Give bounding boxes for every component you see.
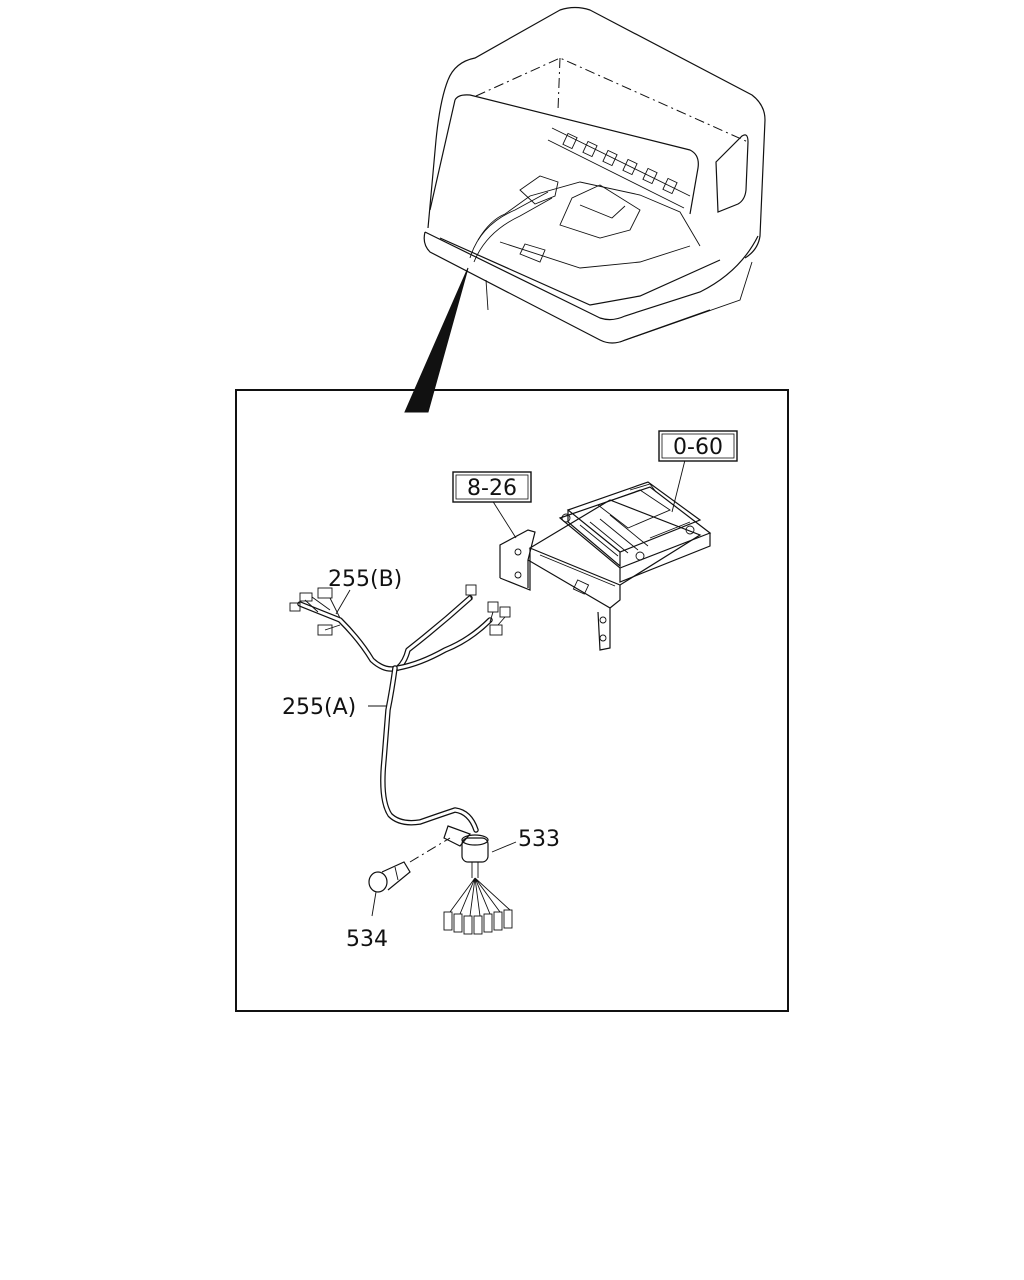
leader-harness-b [335,589,351,615]
ref-label-ecu[interactable]: 0-60 [673,435,723,460]
ref-label-bracket[interactable]: 8-26 [467,476,517,501]
cab-overview-drawing [404,6,766,413]
part-label-534[interactable]: 534 [346,927,388,952]
ref-box-bracket [452,471,532,503]
detail-frame [235,389,789,1012]
ref-box-ecu [658,430,738,462]
part-label-255a[interactable]: 255(A) [282,695,356,720]
mounting-bracket [499,499,702,651]
leader-bracket [491,499,517,539]
wire-harness [289,584,511,833]
part-label-533[interactable]: 533 [518,827,560,852]
grommet-assembly [443,825,513,935]
ecu-unit [558,481,712,583]
clip-part [368,837,451,893]
leader-ecu [671,459,686,513]
leader-grommet [491,841,517,853]
leader-clip [371,891,377,917]
part-label-255b[interactable]: 255(B) [328,567,402,592]
